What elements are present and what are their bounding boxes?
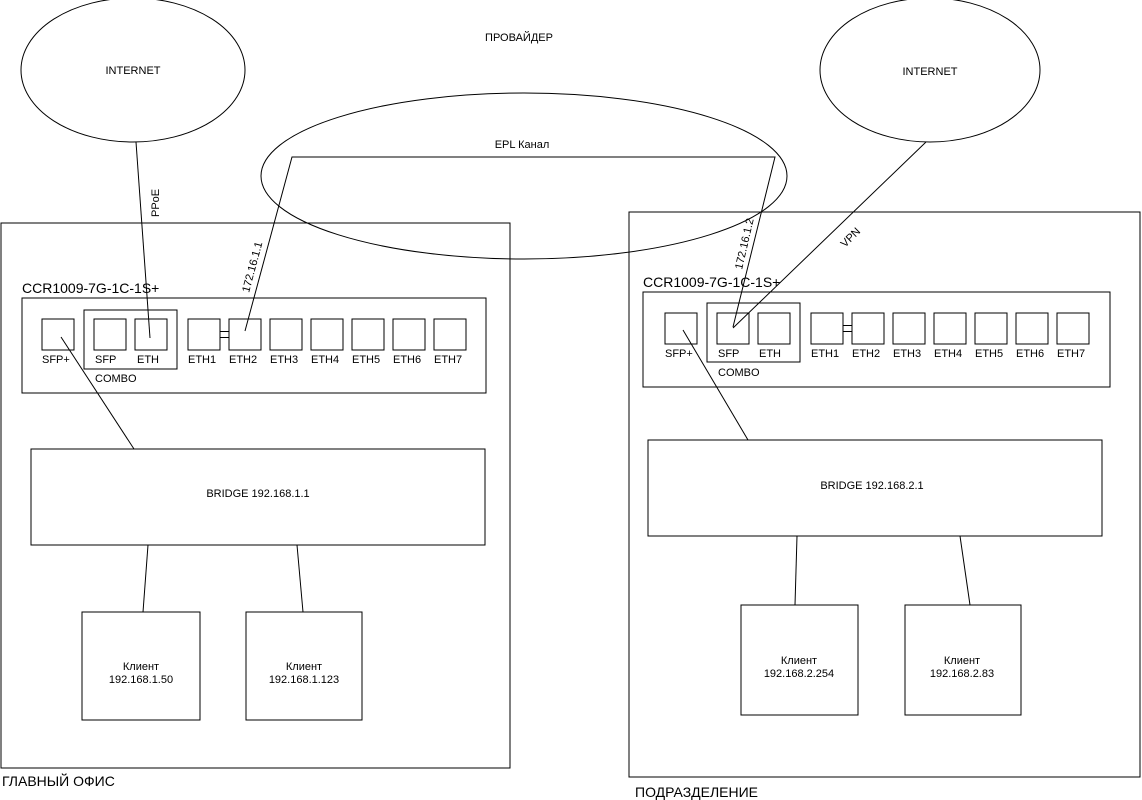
main-client-1-title: Клиент [123,661,159,673]
provider-cloud [260,92,788,260]
branch-label: ПОДРАЗДЕЛЕНИЕ [635,784,758,800]
main-office-label: ГЛАВНЫЙ ОФИС [2,772,115,789]
epl-channel-link [244,156,776,332]
main-combo-eth-port [134,318,168,351]
branch-client1-link [794,535,798,606]
main-port-label-eth6: ETH6 [393,354,421,366]
main-port-label-eth4: ETH4 [311,354,339,366]
branch-internet-cloud [819,0,1041,143]
main-port-label-eth3: ETH3 [270,354,298,366]
main-pppoe-link [135,141,151,339]
branch-vpn-label: VPN [839,226,864,251]
main-port-eth2 [228,318,262,351]
branch-port-eth6 [1015,312,1049,345]
main-port-label-eth2: ETH2 [229,354,257,366]
branch-area [628,211,1141,778]
main-eth-ports: ETH1 ETH2 ETH3 ETH4 ETH5 ETH6 ETH7 [187,318,467,366]
branch-client-2-ip: 192.168.2.83 [930,668,994,680]
branch-bridge-label: BRIDGE 192.168.2.1 [820,480,923,492]
branch-port-eth1 [810,312,844,345]
branch-router-model: CCR1009-7G-1C-1S+ [643,274,780,290]
branch-combo-group [706,302,801,363]
branch-internet-label: INTERNET [903,66,958,78]
branch-router [642,291,1111,388]
epl-channel-label: EPL Канал [495,139,550,151]
main-port-eth5 [351,318,385,351]
main-port-eth3 [269,318,303,351]
main-bridge-label: BRIDGE 192.168.1.1 [206,488,309,500]
branch-port-label-eth3: ETH3 [893,348,921,360]
main-port-eth4 [310,318,344,351]
branch-port-label-eth1: ETH1 [811,348,839,360]
main-client-2-title: Клиент [286,661,322,673]
main-sfp-bridge-link [60,336,135,450]
branch-combo-sfp-port [716,312,750,345]
branch-sfp-plus-port [664,312,698,345]
main-port-eth7 [433,318,467,351]
branch-client-1-ip: 192.168.2.254 [764,668,834,680]
branch-port-label-eth6: ETH6 [1016,348,1044,360]
branch-bridge [647,439,1103,537]
branch-combo-sfp-label: SFP [718,348,739,360]
main-pppoe-label: PPoE [150,189,162,217]
branch-port-label-eth7: ETH7 [1057,348,1085,360]
main-client-1 [81,611,201,721]
main-port-label-eth5: ETH5 [352,354,380,366]
branch-client2-link [959,535,971,606]
branch-client-2-title: Клиент [944,655,980,667]
branch-vpn-link [732,141,927,329]
branch-port-eth4 [933,312,967,345]
main-port-eth6 [392,318,426,351]
branch-port-label-eth5: ETH5 [975,348,1003,360]
main-internet-label: INTERNET [106,65,161,77]
branch-eth-ports: ETH1 ETH2 ETH3 ETH4 ETH5 ETH6 ETH7 [810,312,1090,360]
main-combo-label: COMBO [95,373,137,385]
branch-port-label-eth2: ETH2 [852,348,880,360]
main-sfp-plus-label: SFP+ [42,354,70,366]
main-port-label-eth1: ETH1 [188,354,216,366]
main-sfp-plus-port [41,318,75,351]
main-port-eth1 [187,318,221,351]
branch-client-1-title: Клиент [781,655,817,667]
branch-sfp-bridge-link [682,329,749,441]
branch-sfp-plus-label: SFP+ [665,348,693,360]
branch-client-1 [740,604,859,716]
main-client-2 [245,611,363,721]
branch-port-label-eth4: ETH4 [934,348,962,360]
main-bridge [30,448,486,546]
main-client-1-ip: 192.168.1.50 [109,674,173,686]
main-combo-sfp-port [93,318,127,351]
branch-client-2 [904,604,1022,716]
branch-combo-label: COMBO [718,367,760,379]
branch-port-eth7 [1056,312,1090,345]
main-client2-link [296,544,304,613]
main-client1-link [142,544,149,613]
main-epl-ip: 172.16.1.1 [240,240,265,293]
branch-port-eth2 [851,312,885,345]
main-router [21,297,487,394]
branch-port-eth3 [892,312,926,345]
branch-combo-eth-port [757,312,791,345]
main-office-area [0,222,511,769]
main-internet-cloud [20,0,246,143]
provider-label: ПРОВАЙДЕР [485,31,553,44]
main-combo-eth-label: ETH [137,354,159,366]
main-combo-sfp-label: SFP [95,354,116,366]
main-client-2-ip: 192.168.1.123 [269,674,339,686]
branch-port-eth5 [974,312,1008,345]
main-router-model: CCR1009-7G-1C-1S+ [22,280,159,296]
branch-combo-eth-label: ETH [759,348,781,360]
main-port-label-eth7: ETH7 [434,354,462,366]
main-combo-group [83,309,178,370]
